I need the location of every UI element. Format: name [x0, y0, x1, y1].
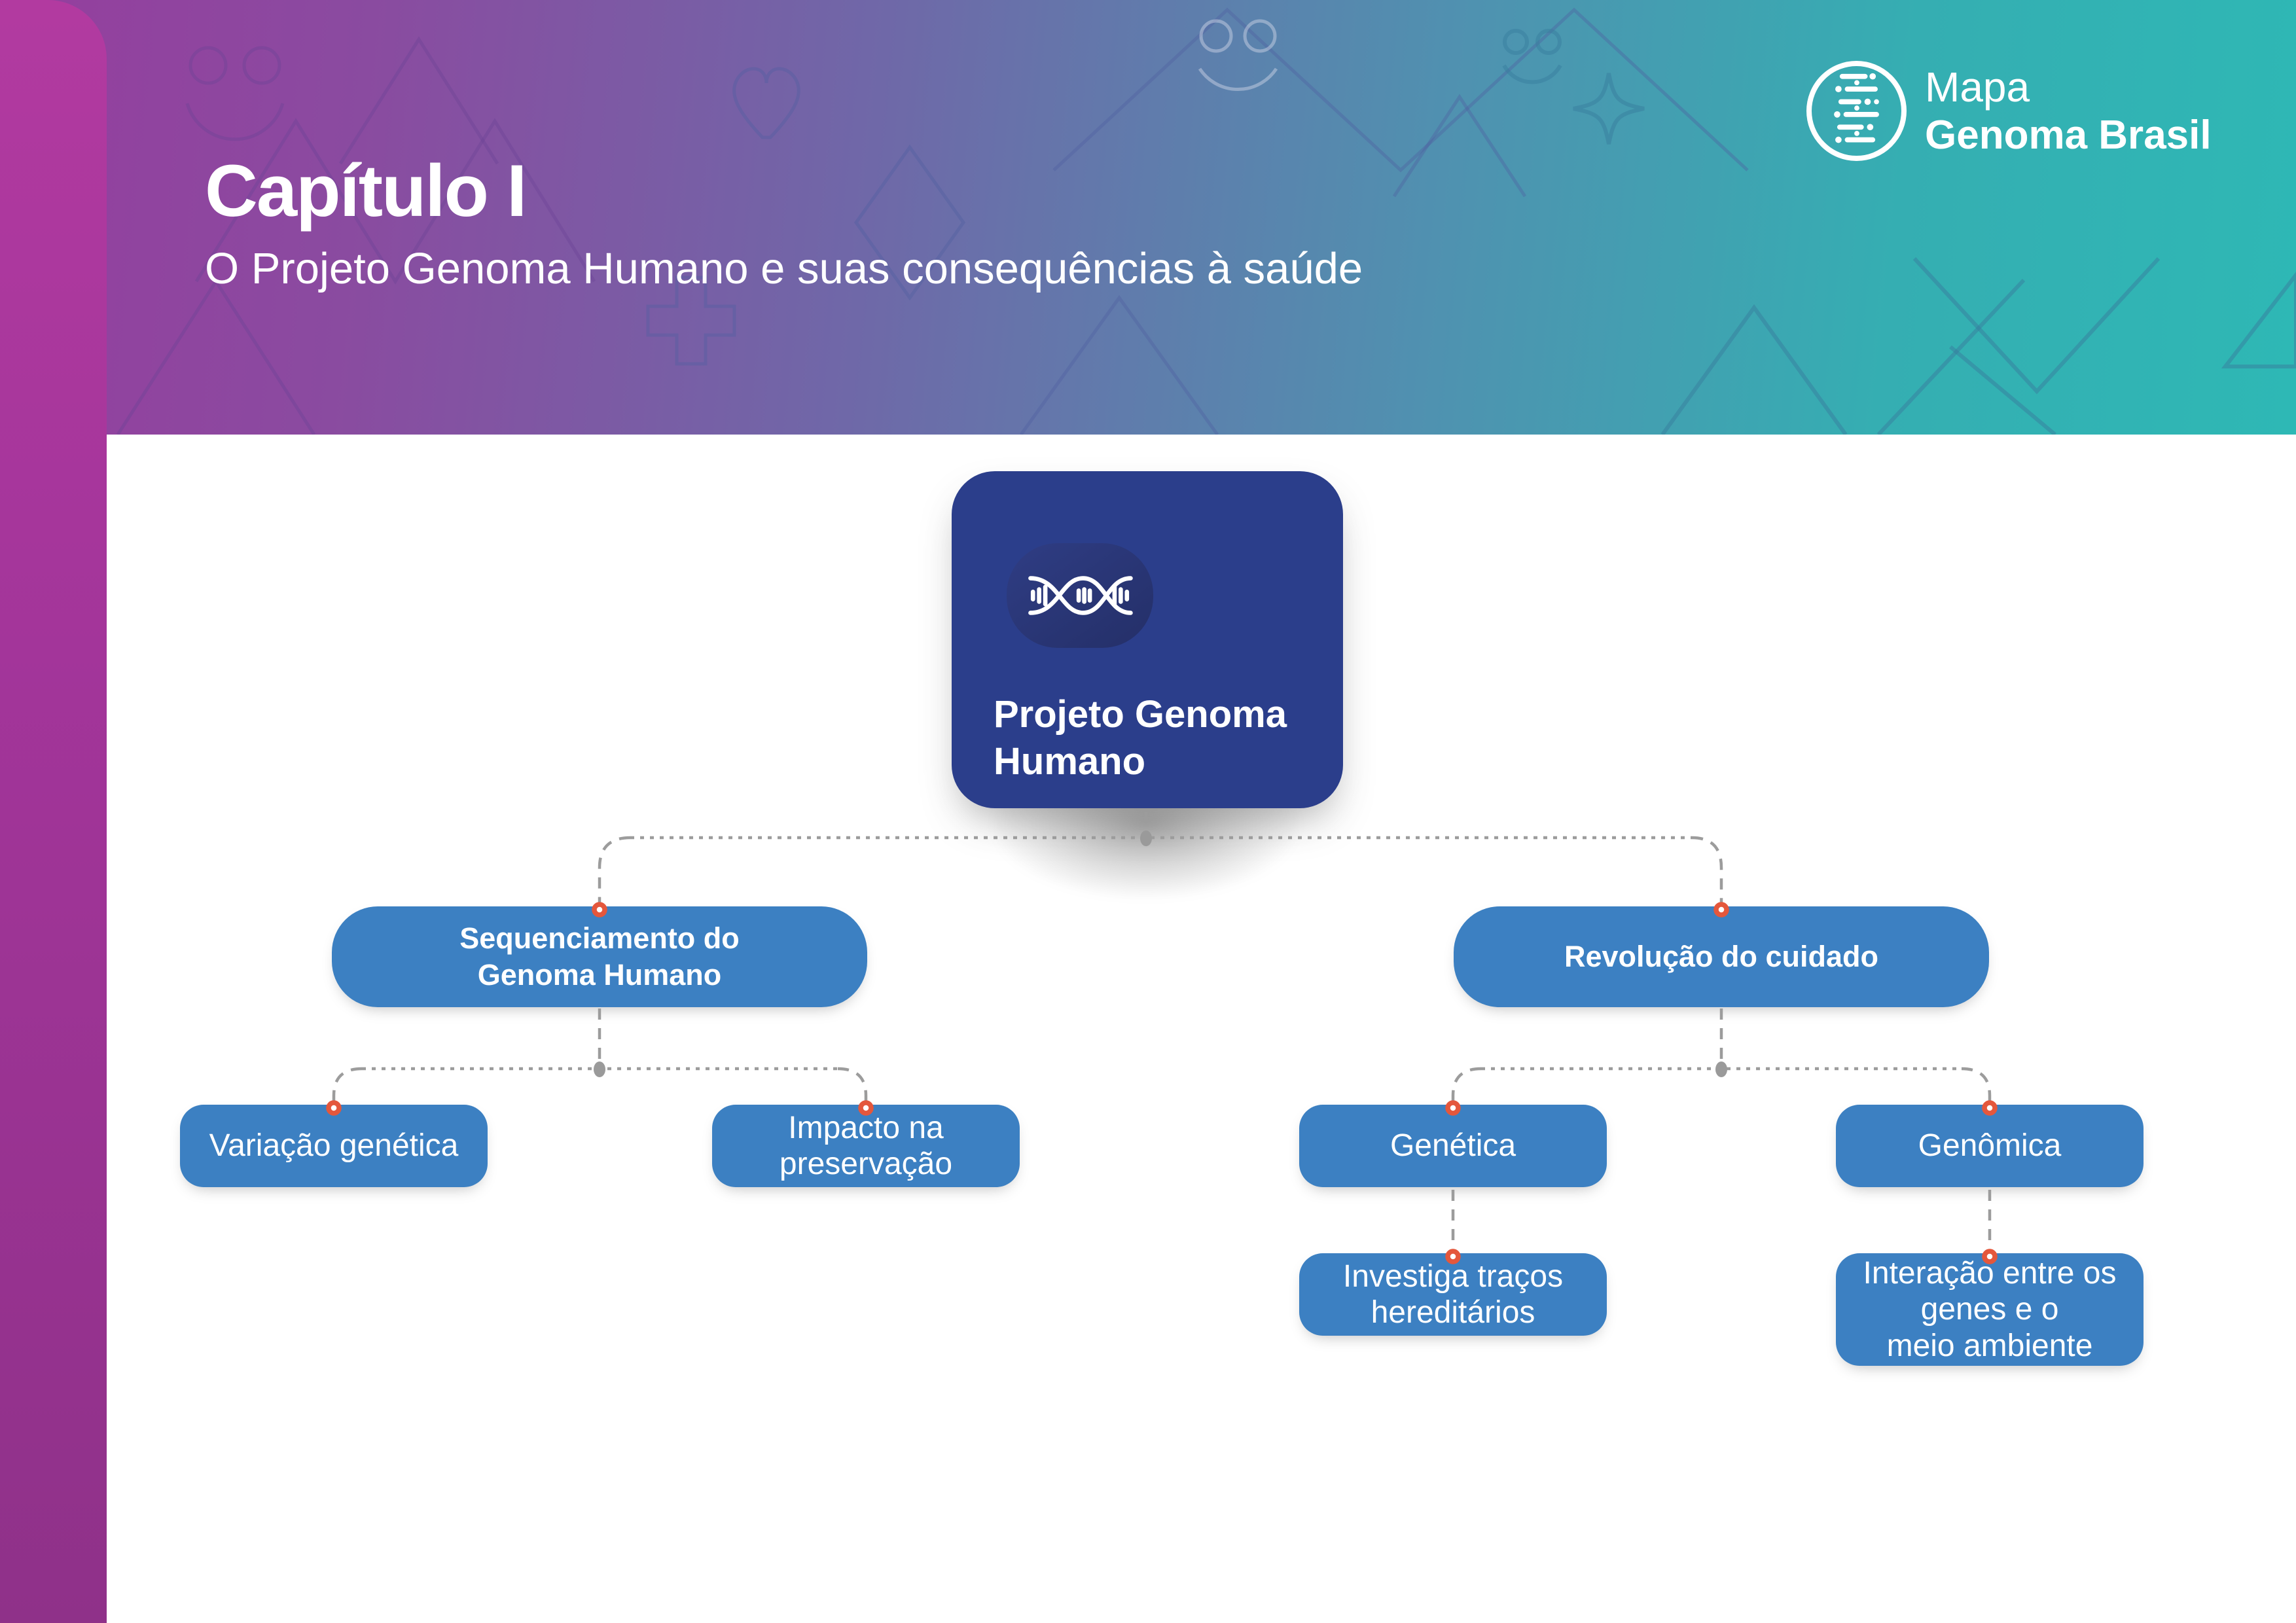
node-label: Sequenciamento do: [459, 921, 740, 955]
connector-corner: [598, 836, 631, 903]
dna-ladder-icon: [1806, 61, 1907, 161]
node-label: hereditários: [1371, 1295, 1535, 1330]
triangle-pattern: [2221, 272, 2296, 368]
zigzag-pattern: [1052, 7, 1749, 173]
node-genetica: Genética: [1299, 1105, 1607, 1187]
page-subtitle: O Projeto Genoma Humano e suas consequên…: [205, 244, 1363, 293]
node-label: Genoma Humano: [477, 958, 722, 991]
connector-corner: [332, 1067, 363, 1101]
triangle-pattern: [338, 36, 499, 165]
node-variacao-genetica: Variação genética: [180, 1105, 488, 1187]
smiley-eye-icon: [1503, 29, 1529, 55]
node-label: Interação entre os: [1863, 1256, 2117, 1291]
node-projeto-genoma-humano: Projeto Genoma Humano: [952, 471, 1343, 808]
node-label: Impacto na: [788, 1110, 944, 1145]
header-title-block: Capítulo I O Projeto Genoma Humano e sua…: [205, 154, 1363, 293]
smiley-eye-icon: [1199, 19, 1233, 53]
node-genomica: Genômica: [1836, 1105, 2144, 1187]
sidebar-stripe: [0, 0, 107, 1623]
node-label: Genômica: [1918, 1128, 2062, 1164]
smiley-eye-icon: [242, 46, 281, 85]
node-revolucao-cuidado: Revolução do cuidado: [1454, 906, 1989, 1007]
triangle-pattern: [1392, 94, 1527, 198]
connector-corner: [1691, 836, 1723, 903]
brand-name: Mapa Genoma Brasil: [1925, 65, 2212, 156]
node-label: genes e o: [1920, 1292, 2059, 1327]
triangle-pattern: [116, 278, 316, 435]
zigzag-pattern: [1912, 257, 2161, 395]
header-banner: Capítulo I O Projeto Genoma Humano e sua…: [0, 0, 2296, 435]
line-pattern: [1949, 345, 2056, 435]
smiley-mouth-icon: [1502, 64, 1562, 84]
line-pattern: [1876, 278, 2026, 435]
brand-name-line2: Genoma Brasil: [1925, 112, 2212, 158]
node-label: preservação: [779, 1147, 953, 1181]
node-interacao-genes-ambiente: Interação entre os genes e o meio ambien…: [1836, 1253, 2144, 1366]
connector-corner: [1961, 1067, 1992, 1101]
connector-corner: [837, 1067, 868, 1101]
heart-icon: [732, 67, 800, 139]
smiley-eye-icon: [1535, 29, 1562, 55]
brand-name-line1: Mapa: [1925, 63, 2030, 111]
triangle-pattern: [1019, 294, 1219, 435]
smiley-eye-icon: [1243, 19, 1277, 53]
smiley-eye-icon: [188, 46, 228, 85]
connector-corner: [1451, 1067, 1482, 1101]
smiley-mouth-icon: [1198, 67, 1278, 92]
node-label: Projeto Genoma Humano: [994, 693, 1287, 783]
page-title: Capítulo I: [205, 150, 527, 232]
node-label: Genética: [1390, 1128, 1516, 1164]
junction-dot: [594, 1061, 605, 1077]
node-impacto-preservacao: Impacto na preservação: [712, 1105, 1020, 1187]
smiley-mouth-icon: [185, 103, 285, 141]
node-sequenciamento-genoma: Sequenciamento do Genoma Humano: [332, 906, 867, 1007]
star-icon: [1573, 73, 1645, 145]
node-investiga-tracos: Investiga traços hereditários: [1299, 1253, 1607, 1336]
node-label: Variação genética: [209, 1128, 459, 1164]
dna-helix-icon: [1007, 543, 1153, 648]
node-label: Revolução do cuidado: [1564, 939, 1879, 973]
node-label: Investiga traços: [1342, 1258, 1564, 1294]
junction-dot: [1715, 1061, 1727, 1077]
brand-logo: Mapa Genoma Brasil: [1806, 61, 2212, 161]
node-label: meio ambiente: [1886, 1328, 2093, 1363]
triangle-pattern: [1660, 304, 1848, 435]
